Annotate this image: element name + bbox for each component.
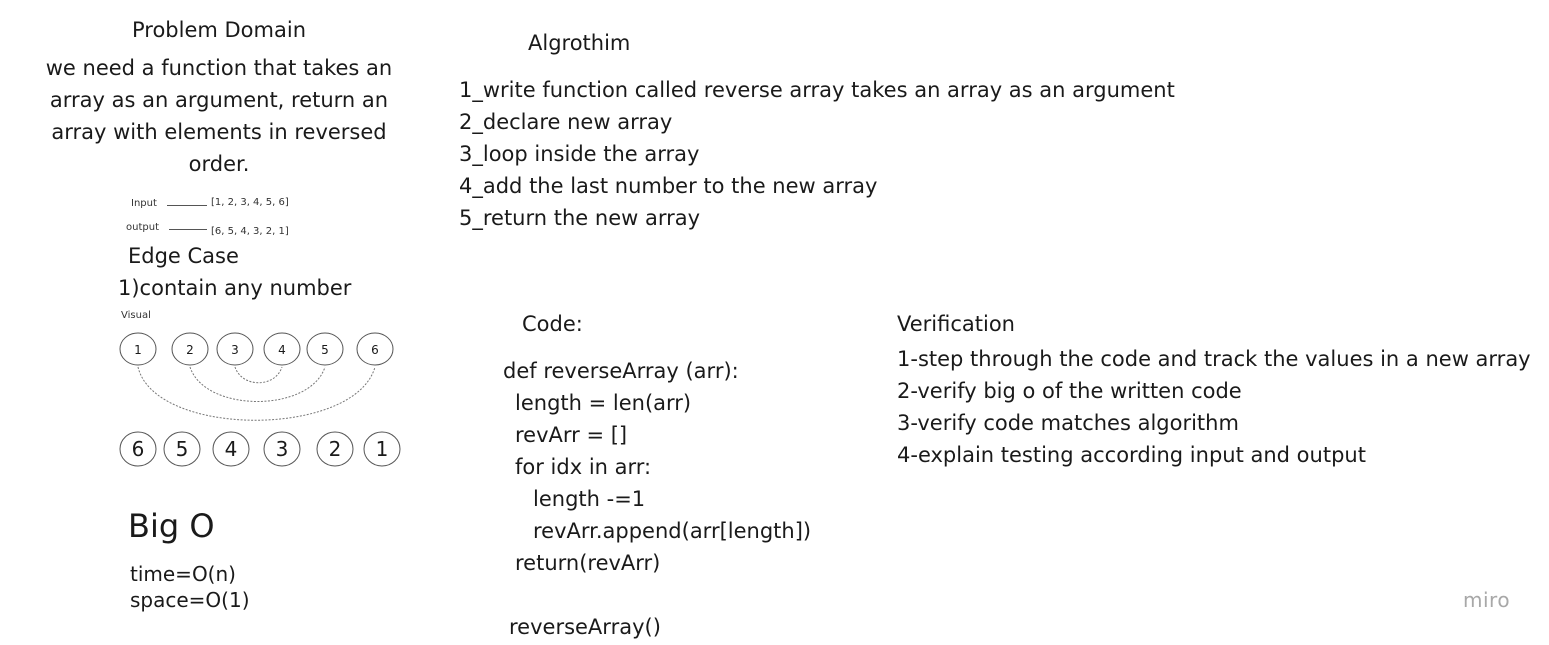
connector-1-6 — [137, 366, 376, 421]
big-o-time: time=O(n) — [130, 562, 236, 586]
algorithm-step: 4_add the last number to the new array — [459, 174, 878, 198]
visual-label: Visual — [121, 310, 151, 321]
input-connector — [167, 205, 207, 206]
top-node-label-3: 3 — [231, 343, 239, 357]
top-node-2 — [171, 332, 209, 366]
bottom-node-label-1: 1 — [376, 437, 389, 461]
bottom-node-label-6: 6 — [132, 437, 145, 461]
visual-diagram: 1 2 3 4 5 6 6 5 4 3 2 1 — [119, 332, 401, 467]
verification-title: Verification — [897, 312, 1015, 336]
code-line: revArr.append(arr[length]) — [533, 519, 812, 543]
code-line: length = len(arr) — [515, 391, 692, 415]
top-node-label-5: 5 — [321, 343, 329, 357]
top-node-1 — [119, 332, 157, 366]
top-node-label-6: 6 — [371, 343, 379, 357]
edge-case-item: 1)contain any number — [118, 276, 352, 300]
algorithm-steps: 1_write function called reverse array ta… — [459, 74, 1175, 234]
verification-step: 1-step through the code and track the va… — [897, 347, 1531, 371]
bottom-node-4 — [212, 431, 250, 467]
verification-step: 3-verify code matches algorithm — [897, 411, 1239, 435]
algorithm-title: Algrothim — [528, 31, 631, 55]
top-node-6 — [356, 332, 394, 366]
code-title: Code: — [522, 312, 583, 336]
bottom-node-label-2: 2 — [329, 437, 342, 461]
problem-domain-description: we need a function that takes an array a… — [45, 56, 393, 176]
algorithm-step: 1_write function called reverse array ta… — [459, 78, 1175, 102]
problem-domain-title: Problem Domain — [131, 18, 307, 42]
code-line: revArr = [] — [515, 423, 628, 447]
connector-2-5 — [189, 366, 326, 402]
code-line: for idx in arr: — [515, 455, 652, 479]
verification-step: 4-explain testing according input and ou… — [897, 443, 1366, 467]
bottom-node-3 — [263, 431, 301, 467]
bottom-node-2 — [316, 431, 354, 467]
algorithm-step: 3_loop inside the array — [459, 142, 700, 166]
bottom-node-label-3: 3 — [276, 437, 289, 461]
input-label: Input — [131, 198, 157, 209]
miro-logo: miro — [1463, 588, 1511, 612]
verification-steps: 1-step through the code and track the va… — [897, 343, 1531, 471]
bottom-node-6 — [119, 431, 157, 467]
output-value: [6, 5, 4, 3, 2, 1] — [211, 226, 289, 237]
code-line: reverseArray() — [509, 615, 661, 639]
top-node-label-2: 2 — [186, 343, 194, 357]
output-connector — [169, 229, 207, 230]
bottom-node-label-4: 4 — [225, 437, 238, 461]
top-node-4 — [263, 332, 301, 366]
big-o-title: Big O — [128, 507, 215, 545]
top-node-label-4: 4 — [278, 343, 286, 357]
verification-step: 2-verify big o of the written code — [897, 379, 1242, 403]
algorithm-step: 2_declare new array — [459, 110, 673, 134]
bottom-node-5 — [163, 431, 201, 467]
output-label: output — [126, 222, 159, 233]
bottom-node-1 — [363, 431, 401, 467]
input-value: [1, 2, 3, 4, 5, 6] — [211, 197, 289, 208]
algorithm-step: 5_return the new array — [459, 206, 701, 230]
top-node-3 — [216, 332, 254, 366]
code-line: def reverseArray (arr): — [503, 359, 739, 383]
big-o-space: space=O(1) — [130, 588, 250, 612]
connector-3-4 — [234, 366, 283, 384]
top-node-5 — [306, 332, 344, 366]
code-line: return(revArr) — [515, 551, 661, 575]
code-line: length -=1 — [533, 487, 646, 511]
bottom-node-label-5: 5 — [176, 437, 189, 461]
edge-case-title: Edge Case — [128, 244, 239, 268]
top-node-label-1: 1 — [134, 343, 142, 357]
